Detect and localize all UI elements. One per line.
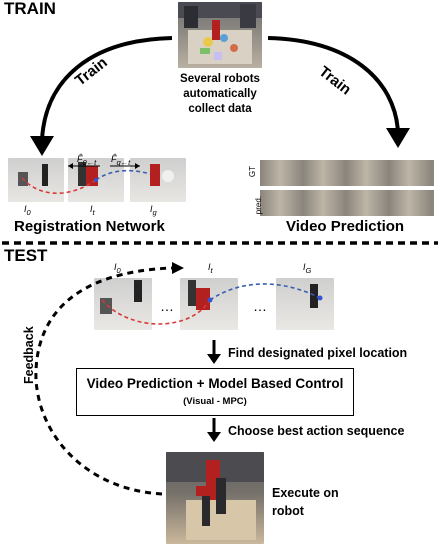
flow-symbol: F̂ [77, 154, 83, 164]
caption-line: automatically [183, 88, 257, 100]
gt-row [260, 160, 434, 186]
frame-label: It [208, 262, 213, 275]
registration-paths [21, 163, 151, 195]
frame-subscript: 0 [26, 207, 31, 217]
robot-execution-photo [166, 452, 264, 544]
data-collection-photo [178, 2, 262, 68]
flow-subscript: g←t [116, 157, 131, 167]
visual-mpc-box: Video Prediction + Model Based Control (… [76, 368, 354, 416]
section-divider [2, 241, 438, 245]
frame-symbol: I [24, 204, 27, 214]
train-title: TRAIN [4, 0, 56, 18]
ellipsis: … [160, 298, 174, 314]
registration-frame [130, 158, 186, 202]
flow-label: F̂g←t [111, 154, 130, 167]
frame-symbol: I [90, 204, 93, 214]
test-frame-t [180, 278, 238, 330]
frame-label: It [90, 204, 95, 217]
registration-network-label: Registration Network [14, 218, 165, 235]
test-frame-0 [94, 278, 152, 330]
test-paths [101, 283, 323, 325]
flow-subscript: 0←t [82, 157, 97, 167]
flow-label: F̂0←t [77, 154, 96, 167]
video-prediction-label: Video Prediction [286, 218, 405, 235]
caption-line: collect data [188, 103, 252, 115]
video-prediction-grid [252, 160, 434, 216]
execute-line: robot [272, 504, 304, 518]
frame-symbol: I [208, 262, 211, 272]
box-title: Video Prediction + Model Based Control [86, 376, 344, 391]
frame-subscript: g [152, 207, 157, 217]
ellipsis: … [253, 298, 267, 314]
pred-row [260, 190, 434, 216]
frame-symbol: I [114, 262, 117, 272]
frame-subscript: t [210, 265, 213, 275]
frame-label: Ig [150, 204, 157, 217]
frame-subscript: t [92, 207, 95, 217]
frame-label: I0 [24, 204, 31, 217]
flow-symbol: F̂ [111, 154, 117, 164]
test-title: TEST [4, 246, 48, 265]
frame-subscript: G [305, 265, 312, 275]
step-find-pixel: Find designated pixel location [228, 346, 408, 360]
data-collection-caption: Several robots automatically collect dat… [163, 72, 277, 117]
frame-symbol: I [303, 262, 306, 272]
feedback-label: Feedback [22, 326, 36, 384]
frame-symbol: I [150, 204, 153, 214]
box-subtitle: (Visual - MPC) [183, 396, 247, 407]
frame-label: IG [303, 262, 311, 275]
execute-line: Execute on [272, 486, 339, 500]
step-choose-action: Choose best action sequence [228, 424, 405, 438]
frame-subscript: 0 [116, 265, 121, 275]
frame-label: I0 [114, 262, 121, 275]
caption-line: Several robots [180, 73, 260, 85]
